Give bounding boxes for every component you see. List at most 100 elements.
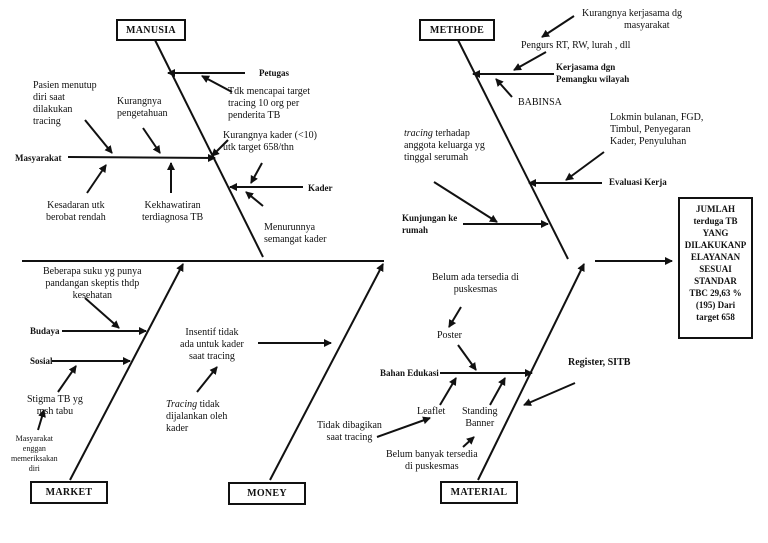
text-line: tracing 10 org per bbox=[228, 98, 300, 109]
category-manusia: MANUSIA bbox=[116, 19, 186, 41]
cause-belum-banyak: Belum banyak tersedia di puskesmas bbox=[386, 449, 478, 473]
cause-poster: Poster bbox=[437, 330, 462, 341]
text-line: berobat rendah bbox=[46, 212, 106, 223]
cause-kesadaran: Kesadaran utk berobat rendah bbox=[46, 200, 106, 224]
effect-line: SESUAI bbox=[699, 264, 732, 274]
cause-pengurus: Pengurs RT, RW, lurah , dll bbox=[521, 40, 631, 51]
effect-line: ELAYANAN bbox=[690, 252, 741, 262]
text-line: Stigma TB yg bbox=[27, 394, 83, 405]
text-line: Kesadaran utk bbox=[47, 200, 105, 211]
text-line: semangat kader bbox=[264, 234, 327, 245]
text-line: saat tracing bbox=[189, 351, 235, 362]
arrow-belum-ada bbox=[448, 306, 462, 328]
text-line: Belum ada tersedia di bbox=[432, 272, 519, 283]
text-line: anggota keluarga yg bbox=[404, 140, 485, 151]
cause-tdk-mencapai: Tdk mencapai target tracing 10 org per p… bbox=[228, 86, 310, 122]
label-kerjasama: Kerjasama dgn Pemangku wilayah bbox=[556, 61, 629, 85]
text-line: kader bbox=[166, 423, 189, 434]
text-line: Kurangnya kerjasama dg bbox=[582, 8, 682, 19]
arrow-kurangnya-kader bbox=[211, 139, 229, 157]
cause-belum-ada: Belum ada tersedia di puskesmas bbox=[432, 272, 519, 296]
arrow-lokmin bbox=[565, 151, 605, 181]
text-line: Tdk mencapai target bbox=[228, 86, 311, 97]
category-methode: METHODE bbox=[419, 19, 495, 41]
text-line: Lokmin bulanan, FGD, bbox=[610, 112, 704, 123]
bone-money bbox=[269, 263, 384, 481]
cause-masyarakat-enggan: Masyarakat enggan memeriksakan diri bbox=[11, 434, 58, 474]
text-line: diri bbox=[28, 464, 40, 473]
text-italic: tracing bbox=[404, 128, 433, 139]
label-kunjungan: Kunjungan ke rumah bbox=[402, 212, 457, 236]
arrow-tidak-dibagikan bbox=[376, 416, 431, 438]
text-line: msh tabu bbox=[36, 406, 74, 417]
text-line: puskesmas bbox=[453, 284, 498, 295]
category-material: MATERIAL bbox=[440, 481, 518, 504]
cause-babinsa: BABINSA bbox=[518, 97, 562, 108]
arrow-register bbox=[523, 382, 576, 406]
effect-line: terduga TB bbox=[693, 216, 738, 226]
arrow-suku bbox=[84, 297, 120, 329]
arrow-menurunnya bbox=[245, 191, 264, 207]
effect-line: YANG bbox=[702, 228, 729, 238]
effect-box: JUMLAH terduga TB YANG DILAKUKANP ELAYAN… bbox=[678, 197, 753, 339]
text-line: dijalankan oleh bbox=[166, 411, 228, 422]
effect-line: STANDAR bbox=[694, 276, 737, 286]
arrow-pasien bbox=[84, 119, 113, 154]
label-budaya: Budaya bbox=[30, 326, 60, 336]
text-line: Kerjasama dgn bbox=[556, 62, 616, 72]
text-line: Banner bbox=[465, 418, 495, 429]
category-market: MARKET bbox=[30, 481, 108, 504]
text-line: pengetahuan bbox=[117, 108, 168, 119]
text-line: Kurangnya kader (<10) bbox=[223, 130, 317, 141]
cause-insentif: Insentif tidak ada untuk kader saat trac… bbox=[180, 327, 244, 363]
text-line: Kekhawatiran bbox=[144, 200, 201, 211]
arrow-kesadaran bbox=[86, 164, 107, 194]
label-petugas: Petugas bbox=[259, 68, 289, 78]
cause-money-tracing: Tracing tidak dijalankan oleh kader bbox=[166, 399, 227, 435]
text-line: Insentif tidak bbox=[185, 327, 239, 338]
arrow-standing-banner bbox=[489, 377, 506, 406]
text-line: pandangan skeptis thdp bbox=[45, 278, 140, 289]
effect-line: TBC 29,63 % bbox=[689, 288, 742, 298]
arrow-money-tracing bbox=[196, 366, 218, 393]
effect-line: target 658 bbox=[696, 312, 735, 322]
text-line: ada untuk kader bbox=[180, 339, 244, 350]
arrow-kurangnya-kerjasama bbox=[541, 15, 575, 38]
text-line: Standing bbox=[462, 406, 498, 417]
text-line: Belum banyak tersedia bbox=[386, 449, 478, 460]
cause-tidak-dibagikan: Tidak dibagikan saat tracing bbox=[317, 420, 382, 444]
text-line: Pasien menutup bbox=[33, 80, 97, 91]
text-line: Tidak dibagikan bbox=[317, 420, 382, 431]
text-line: masyarakat bbox=[624, 20, 670, 31]
label-kader: Kader bbox=[308, 183, 333, 193]
arrow-stigma bbox=[57, 365, 77, 393]
category-money: MONEY bbox=[228, 482, 306, 505]
text-line: Masyarakat bbox=[15, 434, 53, 443]
label-bahan-edukasi: Bahan Edukasi bbox=[380, 368, 439, 378]
cause-kurangnya-kader: Kurangnya kader (<10) utk target 658/thn bbox=[223, 130, 317, 154]
arrow-kader-sub bbox=[250, 162, 263, 184]
text-line: Beberapa suku yg punya bbox=[43, 266, 142, 277]
text-line: dilakukan bbox=[33, 104, 73, 115]
text-line: tidak bbox=[197, 399, 220, 410]
text-line: Kurangnya bbox=[117, 96, 162, 107]
label-sosial: Sosial bbox=[30, 356, 53, 366]
cause-kekhawatiran: Kekhawatiran terdiagnosa TB bbox=[142, 200, 203, 224]
effect-line: (195) Dari bbox=[695, 300, 736, 310]
cause-beberapa-suku: Beberapa suku yg punya pandangan skeptis… bbox=[43, 266, 142, 302]
arrow-babinsa bbox=[495, 78, 513, 98]
arrow-pengetahuan bbox=[142, 127, 161, 154]
text-italic: Tracing bbox=[166, 399, 198, 410]
label-evaluasi: Evaluasi Kerja bbox=[609, 177, 667, 187]
arrow-masyarakat bbox=[67, 153, 216, 162]
text-line: Timbul, Penyegaran bbox=[610, 124, 691, 135]
text-line: saat tracing bbox=[326, 432, 373, 443]
text-line: diri saat bbox=[33, 92, 65, 103]
cause-menurunnya: Menurunnya semangat kader bbox=[264, 222, 326, 246]
cause-leaflet: Leaflet bbox=[417, 406, 446, 417]
text-line: di puskesmas bbox=[405, 461, 459, 472]
text-line: memeriksakan bbox=[11, 454, 58, 463]
cause-kurangnya-pengetahuan: Kurangnya pengetahuan bbox=[117, 96, 168, 120]
text-line: Kunjungan ke bbox=[402, 213, 458, 223]
